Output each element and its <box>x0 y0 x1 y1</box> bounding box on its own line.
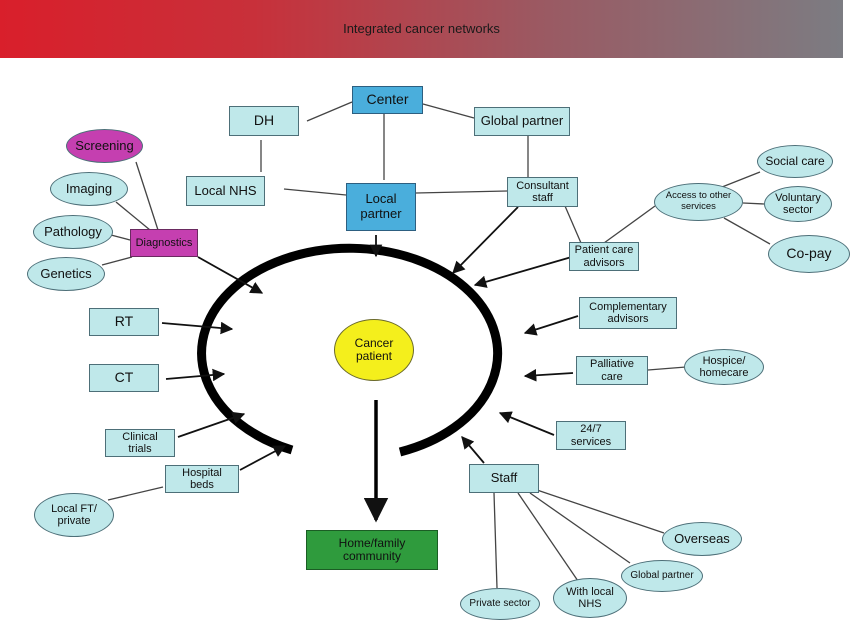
center-label: Center <box>366 91 409 108</box>
pathology-node: Pathology <box>33 215 113 249</box>
hospital-beds-label: Hospital beds <box>182 466 222 491</box>
rt-node: RT <box>89 308 159 336</box>
hospice-homecare-node: Hospice/ homecare <box>684 349 764 385</box>
screening-node: Screening <box>66 129 143 163</box>
rt-label: RT <box>114 313 134 330</box>
cancer-patient-label: Cancer patient <box>354 335 394 363</box>
consultant-staff-node: Consultant staff <box>507 177 578 207</box>
global-partner-bottom-label: Global partner <box>630 570 694 582</box>
co-pay-node: Co-pay <box>768 235 850 273</box>
hospice-homecare-label: Hospice/ homecare <box>699 354 749 379</box>
local-partner-node: Local partner <box>346 183 416 231</box>
ct-label: CT <box>114 369 134 386</box>
global-partner-top-node: Global partner <box>474 107 570 136</box>
services-247-label: 24/7 services <box>570 423 612 448</box>
with-local-nhs-node: With local NHS <box>553 578 627 618</box>
voluntary-sector-node: Voluntary sector <box>764 186 832 222</box>
access-services-node: Access to other services <box>654 183 743 221</box>
local-ft-private-label: Local FT/ private <box>51 502 97 527</box>
global-partner-top-label: Global partner <box>480 113 564 129</box>
dh-node: DH <box>229 106 299 136</box>
home-family-community-node: Home/family community <box>306 530 438 570</box>
social-care-node: Social care <box>757 145 833 178</box>
with-local-nhs-label: With local NHS <box>566 585 614 610</box>
home-family-community-label: Home/family community <box>338 535 406 563</box>
staff-node: Staff <box>469 464 539 493</box>
patient-care-advisors-label: Patient care advisors <box>574 244 634 269</box>
global-partner-bottom-node: Global partner <box>621 560 703 592</box>
palliative-care-label: Palliative care <box>589 358 635 383</box>
private-sector-node: Private sector <box>460 588 540 620</box>
patient-care-advisors-node: Patient care advisors <box>569 242 639 271</box>
diagnostics-lines <box>101 161 159 266</box>
diagnostics-node: Diagnostics <box>130 229 198 257</box>
voluntary-sector-label: Voluntary sector <box>775 191 821 216</box>
access-services-label: Access to other services <box>665 190 732 212</box>
diagnostics-label: Diagnostics <box>135 236 193 249</box>
social-care-label: Social care <box>765 153 825 168</box>
ring-arrows <box>161 206 579 471</box>
imaging-node: Imaging <box>50 172 128 206</box>
overseas-label: Overseas <box>674 530 730 546</box>
header-banner <box>0 0 843 58</box>
access-lines <box>564 171 771 371</box>
consultant-staff-label: Consultant staff <box>516 179 569 204</box>
services-247-node: 24/7 services <box>556 421 626 450</box>
cancer-patient-node: Cancer patient <box>334 319 414 381</box>
palliative-care-node: Palliative care <box>576 356 648 385</box>
hospital-beds-node: Hospital beds <box>165 465 239 493</box>
top-network-lines <box>260 101 529 196</box>
care-ring <box>197 243 503 457</box>
genetics-node: Genetics <box>27 257 105 291</box>
co-pay-label: Co-pay <box>786 245 832 262</box>
overseas-node: Overseas <box>662 522 742 556</box>
genetics-label: Genetics <box>40 265 92 281</box>
local-nhs-node: Local NHS <box>186 176 265 206</box>
ct-node: CT <box>89 364 159 392</box>
local-ft-private-node: Local FT/ private <box>34 493 114 537</box>
clinical-trials-node: Clinical trials <box>105 429 175 457</box>
private-sector-label: Private sector <box>469 598 531 610</box>
pathology-label: Pathology <box>44 223 102 239</box>
dh-label: DH <box>253 112 275 129</box>
center-node: Center <box>352 86 423 114</box>
clinical-trials-label: Clinical trials <box>122 430 158 455</box>
screening-label: Screening <box>75 137 134 153</box>
complementary-advisors-label: Complementary advisors <box>589 300 667 325</box>
complementary-advisors-node: Complementary advisors <box>579 297 677 329</box>
staff-label: Staff <box>490 470 518 486</box>
imaging-label: Imaging <box>65 180 113 196</box>
diagram-title: Integrated cancer networks <box>343 21 500 36</box>
staff-lines <box>107 486 665 589</box>
local-partner-label: Local partner <box>360 191 402 221</box>
local-nhs-label: Local NHS <box>194 182 257 198</box>
